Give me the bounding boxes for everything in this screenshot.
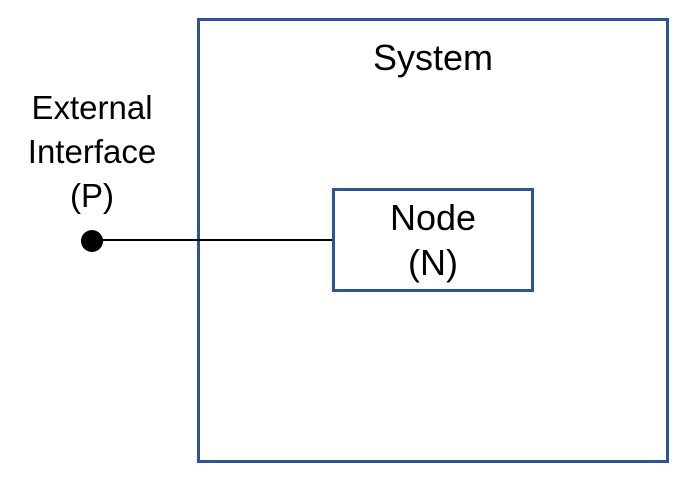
node-label-abbrev: (N) (408, 242, 458, 283)
external-label-line-3: (P) (70, 177, 114, 214)
external-label-line-2: Interface (27, 133, 157, 170)
system-label: System (372, 37, 494, 78)
connector-line (92, 239, 333, 241)
node-box: Node (N) (332, 188, 534, 292)
node-label-name: Node (389, 197, 477, 238)
external-interface-label: External Interface (P) (0, 86, 184, 218)
external-port-dot (81, 230, 103, 252)
external-label-line-1: External (31, 89, 153, 126)
